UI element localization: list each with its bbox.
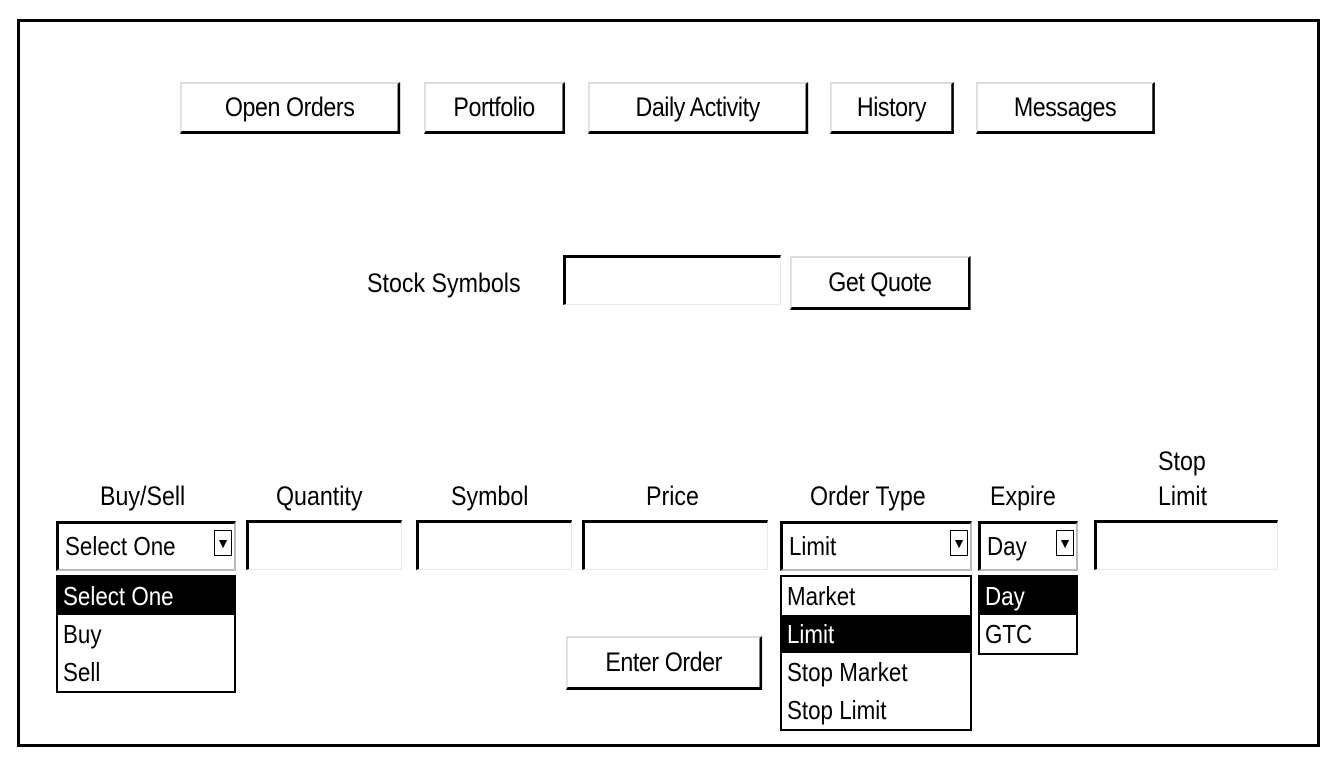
- daily-activity-button[interactable]: Daily Activity: [588, 82, 809, 134]
- get-quote-label: Get Quote: [828, 267, 932, 297]
- get-quote-button[interactable]: Get Quote: [790, 256, 971, 310]
- expire-header: Expire: [990, 481, 1056, 511]
- buy-sell-dropdown-list: Select One Buy Sell: [56, 575, 236, 693]
- quantity-header: Quantity: [276, 481, 363, 511]
- history-button[interactable]: History: [830, 82, 954, 134]
- order-type-option[interactable]: Stop Limit: [787, 695, 887, 725]
- buy-sell-option[interactable]: Sell: [63, 657, 101, 687]
- expire-option[interactable]: GTC: [985, 619, 1033, 649]
- expire-option[interactable]: Day: [980, 577, 1076, 615]
- portfolio-label: Portfolio: [453, 92, 535, 122]
- buy-sell-header: Buy/Sell: [100, 481, 186, 511]
- quantity-input[interactable]: [246, 520, 402, 570]
- messages-button[interactable]: Messages: [976, 82, 1155, 134]
- stock-symbol-input[interactable]: [563, 255, 781, 305]
- portfolio-button[interactable]: Portfolio: [424, 82, 566, 134]
- stock-symbols-label: Stock Symbols: [367, 268, 521, 298]
- open-orders-label: Open Orders: [224, 92, 355, 122]
- expire-selected: Day: [987, 531, 1027, 561]
- price-header: Price: [646, 481, 699, 511]
- messages-label: Messages: [1013, 92, 1117, 122]
- enter-order-button[interactable]: Enter Order: [566, 636, 763, 690]
- symbol-input[interactable]: [416, 520, 572, 570]
- buy-sell-option[interactable]: Select One: [58, 577, 234, 615]
- chevron-down-icon[interactable]: ▼: [1056, 530, 1074, 556]
- stop-limit-header-line2: Limit: [1158, 481, 1208, 511]
- order-type-option[interactable]: Stop Market: [787, 657, 908, 687]
- chevron-down-icon[interactable]: ▼: [950, 530, 968, 556]
- buy-sell-selected: Select One: [65, 531, 176, 561]
- order-type-select[interactable]: Limit ▼: [780, 521, 972, 571]
- price-input[interactable]: [582, 520, 768, 570]
- order-type-header: Order Type: [810, 481, 926, 511]
- enter-order-label: Enter Order: [605, 647, 722, 677]
- symbol-header: Symbol: [451, 481, 529, 511]
- open-orders-button[interactable]: Open Orders: [180, 82, 401, 134]
- buy-sell-option[interactable]: Buy: [63, 619, 102, 649]
- daily-activity-label: Daily Activity: [635, 92, 760, 122]
- expire-dropdown-list: Day GTC: [978, 575, 1078, 655]
- expire-select[interactable]: Day ▼: [978, 521, 1078, 571]
- history-label: History: [856, 92, 927, 122]
- stop-limit-input[interactable]: [1094, 520, 1278, 570]
- order-type-dropdown-list: Market Limit Stop Market Stop Limit: [780, 575, 972, 731]
- order-type-option[interactable]: Market: [787, 581, 856, 611]
- order-type-option[interactable]: Limit: [782, 615, 970, 653]
- order-type-selected: Limit: [789, 531, 837, 561]
- buy-sell-select[interactable]: Select One ▼: [56, 521, 236, 571]
- stop-limit-header-line1: Stop: [1158, 446, 1206, 476]
- chevron-down-icon[interactable]: ▼: [214, 530, 232, 556]
